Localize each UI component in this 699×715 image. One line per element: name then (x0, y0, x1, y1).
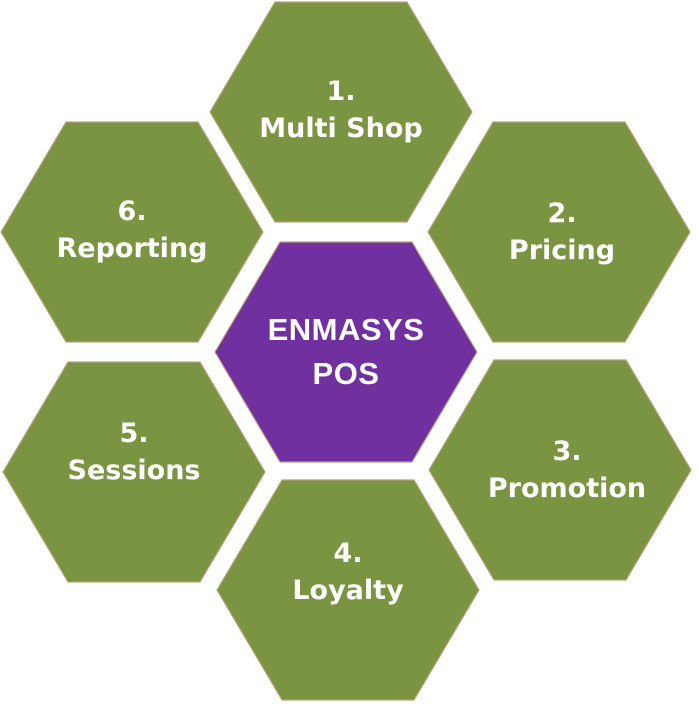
hex-label-sessions: 5. Sessions (14, 415, 254, 489)
center-hexagon (214, 241, 478, 463)
hex-label-reporting: 6. Reporting (12, 193, 252, 267)
hexagon-promotion (428, 359, 692, 581)
hex-label-loyalty: 4. Loyalty (228, 535, 468, 609)
hex-label-promotion: 3. Promotion (447, 433, 687, 507)
hexagon-loyalty (216, 479, 480, 701)
hex-title: Promotion (487, 473, 647, 504)
center-title-line2: POS (312, 356, 380, 391)
center-label: ENMASYS POS (226, 308, 466, 396)
hex-number: 3. (552, 436, 582, 467)
hexagon-multi-shop (209, 1, 473, 223)
hex-label-multi-shop: 1. Multi Shop (221, 73, 461, 147)
center-title-line1: ENMASYS (267, 312, 425, 347)
hex-number: 4. (333, 538, 363, 569)
hexagon-sessions (2, 361, 266, 583)
hex-number: 2. (547, 198, 577, 229)
hexagon-reporting (0, 121, 264, 343)
hex-title: Sessions (67, 455, 201, 486)
hex-number: 6. (117, 196, 147, 227)
hexagon-pricing (427, 121, 691, 343)
hex-title: Pricing (508, 235, 616, 266)
hex-title: Reporting (56, 233, 208, 264)
hex-label-pricing: 2. Pricing (442, 195, 682, 269)
hex-number: 5. (119, 418, 149, 449)
hex-number: 1. (326, 76, 356, 107)
hex-title: Multi Shop (259, 113, 423, 144)
hex-title: Loyalty (292, 575, 404, 606)
